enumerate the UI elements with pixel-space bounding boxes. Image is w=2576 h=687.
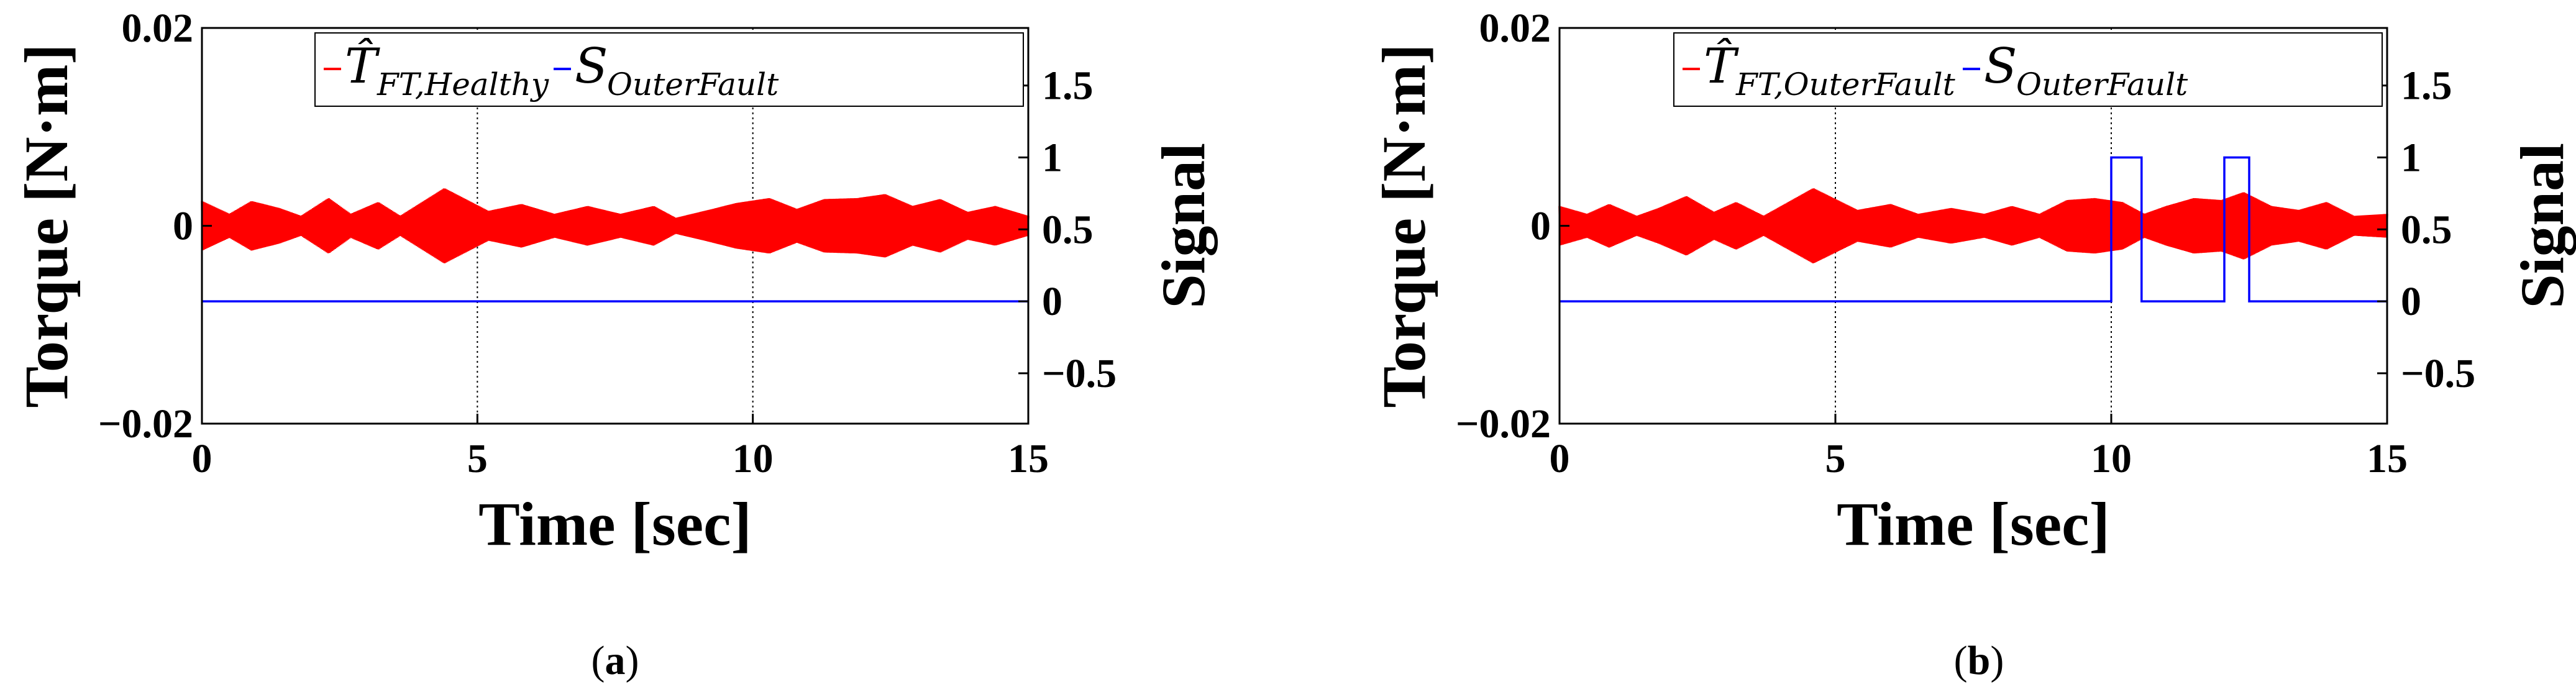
caption-paren-open: (: [591, 638, 605, 683]
y-tick-label-left: −0.02: [1456, 401, 1551, 447]
legend-entry-subscript: OuterFault: [607, 66, 779, 102]
y-tick-label-left: 0: [173, 204, 193, 249]
x-axis-label: Time [sec]: [1837, 489, 2110, 558]
caption-paren-close: ): [626, 638, 639, 683]
caption-letter: a: [605, 638, 626, 683]
y-tick-label-right: 1.5: [1042, 63, 1094, 109]
panel-caption: (b): [1954, 638, 2004, 683]
y-tick-label-left: 0.02: [1479, 6, 1551, 51]
legend-entry-subscript: FT,OuterFault: [1735, 66, 1956, 102]
x-tick-label: 15: [2367, 436, 2408, 481]
legend-entry-subscript: OuterFault: [2016, 66, 2188, 102]
legend-box: [1673, 32, 2383, 107]
legend-entry-name: S: [1984, 39, 2017, 94]
y-tick-label-left: 0: [1530, 204, 1551, 249]
legend-entry-subscript: FT,Healthy: [377, 66, 549, 102]
series-fault-signal: [1560, 156, 2387, 303]
y-tick-label-right: 1: [1042, 135, 1062, 180]
y-axis-label-right: Signal: [1149, 143, 1218, 309]
y-axis-label-left: Torque [N·m]: [12, 43, 81, 407]
y-axis-label-left: Torque [N·m]: [1369, 43, 1438, 407]
y-tick-label-left: −0.02: [98, 401, 193, 447]
y-tick-label-right: 0: [2401, 279, 2421, 324]
series-torque-oscillation: [201, 188, 1030, 263]
caption-letter: b: [1968, 638, 1991, 683]
legend-entry-name: T̂: [345, 37, 380, 94]
y-tick-label-right: 0.5: [2401, 207, 2452, 252]
x-tick-label: 0: [1550, 436, 1570, 481]
y-tick-label-right: 1.5: [2401, 63, 2452, 109]
caption-paren-open: (: [1954, 638, 1968, 683]
x-tick-label: 15: [1008, 436, 1049, 481]
panel-caption: (a): [591, 638, 639, 683]
x-axis-label: Time [sec]: [478, 489, 752, 558]
y-tick-label-right: 0: [1042, 279, 1062, 324]
y-tick-label-left: 0.02: [122, 6, 194, 51]
legend-box: [314, 32, 1024, 107]
legend-entry-name: T̂: [1704, 37, 1739, 94]
x-tick-label: 5: [1825, 436, 1846, 481]
x-tick-label: 10: [2091, 436, 2132, 481]
y-tick-label-right: −0.5: [2401, 351, 2475, 396]
x-tick-label: 0: [192, 436, 212, 481]
y-tick-label-right: 1: [2401, 135, 2421, 180]
caption-paren-close: ): [1990, 638, 2004, 683]
y-axis-label-right: Signal: [2508, 143, 2576, 309]
y-tick-label-right: 0.5: [1042, 207, 1094, 252]
x-tick-label: 10: [733, 436, 774, 481]
x-tick-label: 5: [467, 436, 488, 481]
y-tick-label-right: −0.5: [1042, 351, 1117, 396]
legend-entry-name: S: [575, 39, 608, 94]
